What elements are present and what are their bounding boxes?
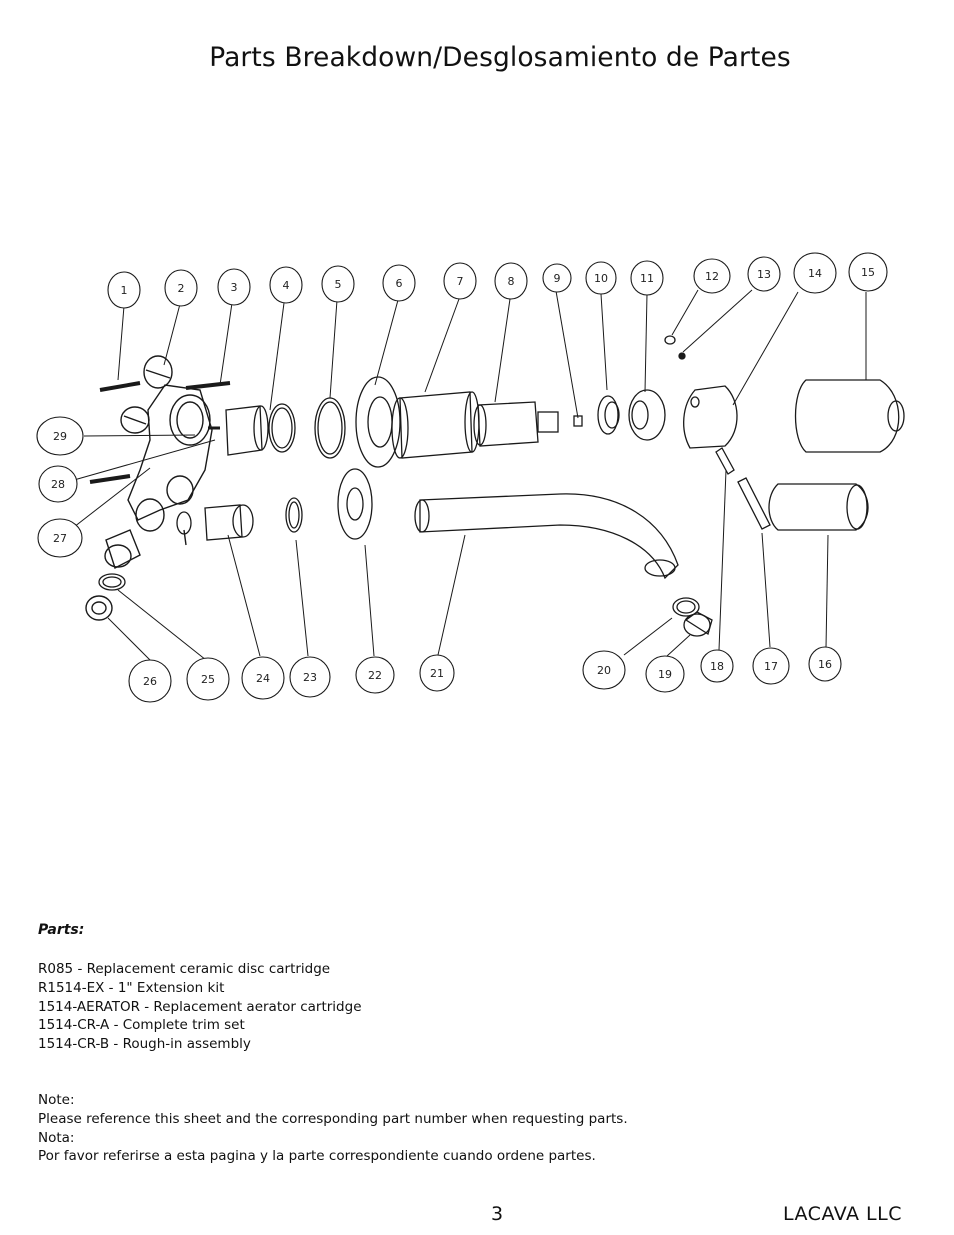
aerator-19-20	[672, 597, 713, 637]
list-item: R1514-EX - 1" Extension kit	[38, 979, 225, 996]
cartridge-8	[473, 401, 559, 447]
callout-label: 11	[640, 272, 654, 285]
list-item: 1514-CR-B - Rough-in assembly	[38, 1036, 251, 1053]
parts-list: R085 - Replacement ceramic disc cartridg…	[38, 960, 362, 1054]
list-item: R085 - Replacement ceramic disc cartridg…	[38, 961, 331, 977]
callout-bubble	[382, 264, 416, 302]
callout-label: 13	[757, 268, 771, 281]
screw-12	[664, 335, 676, 345]
callout-bubble	[321, 265, 355, 303]
callout-bubble	[747, 256, 781, 292]
spout-21	[414, 493, 679, 580]
set-screw-9	[573, 415, 583, 427]
nota-text: Por favor referirse a esta pagina y la p…	[38, 1148, 596, 1165]
page-number: 3	[491, 1203, 504, 1225]
callout-bubble	[645, 655, 685, 693]
note-text: Please reference this sheet and the corr…	[38, 1110, 628, 1127]
callout-bubble	[419, 654, 455, 692]
flange-6	[355, 376, 401, 468]
gasket-25	[98, 573, 126, 591]
callout-label: 23	[303, 671, 317, 684]
callout-bubble	[269, 266, 303, 304]
nipple-24	[176, 504, 254, 541]
callout-bubble	[186, 657, 230, 701]
callout-bubble	[36, 416, 84, 456]
callout-bubble	[107, 271, 141, 309]
parts-heading: Parts:	[38, 922, 85, 938]
callout-label: 24	[256, 672, 270, 685]
callout-bubble	[128, 659, 172, 703]
o-ring-5	[314, 397, 346, 459]
callout-label: 22	[368, 669, 382, 682]
callout-label: 5	[335, 278, 342, 291]
callout-label: 8	[508, 275, 515, 288]
callout-label: 9	[554, 272, 561, 285]
cover-15	[794, 379, 905, 453]
callout-label: 28	[51, 478, 65, 491]
callout-label: 26	[143, 675, 157, 688]
callout-label: 27	[53, 532, 67, 545]
callout-label: 3	[231, 281, 238, 294]
pin-18	[715, 447, 771, 530]
callout-label: 20	[597, 664, 611, 677]
callout-bubble	[752, 647, 790, 685]
callout-bubble	[241, 656, 285, 700]
callout-label: 2	[178, 282, 185, 295]
escutcheon-22	[337, 468, 373, 540]
callout-bubble	[848, 252, 888, 292]
callout-label: 21	[430, 667, 444, 680]
callout-label: 16	[818, 658, 832, 671]
list-item: 1514-AERATOR - Replacement aerator cartr…	[38, 998, 362, 1015]
callout-label: 12	[705, 270, 719, 283]
callout-bubble	[542, 263, 572, 293]
callout-label: 7	[457, 275, 464, 288]
callout-bubble	[700, 649, 734, 683]
callout-label: 17	[764, 660, 778, 673]
callout-bubble	[585, 261, 617, 295]
nut-10	[597, 395, 620, 435]
callout-label: 25	[201, 673, 215, 686]
callout-label: 18	[710, 660, 724, 673]
callout-bubble	[793, 252, 837, 294]
callout-bubble	[494, 262, 528, 300]
screw-13	[678, 352, 686, 360]
nut-26	[85, 595, 113, 621]
callout-bubble	[37, 518, 83, 558]
callout-bubble	[693, 258, 731, 294]
callout-bubble	[355, 656, 395, 694]
callout-bubble	[443, 262, 477, 300]
cap-11	[628, 389, 666, 441]
valve-body-part	[89, 355, 231, 570]
callout-bubble	[630, 260, 664, 296]
callout-label: 10	[594, 272, 608, 285]
callout-label: 1	[121, 284, 128, 297]
callout-label: 29	[53, 430, 67, 443]
callout-label: 19	[658, 668, 672, 681]
callout-bubble	[164, 269, 198, 307]
callout-label: 4	[283, 279, 290, 292]
lever-16-17	[768, 483, 869, 531]
o-ring-23	[285, 497, 303, 533]
exploded-parts-diagram: 1234567891011121314151617181920212223242…	[36, 252, 905, 703]
page-title: Parts Breakdown/Desglosamiento de Partes	[209, 42, 791, 73]
callout-label: 15	[861, 266, 875, 279]
callout-bubble	[38, 465, 78, 503]
cartridge-seat-4	[225, 403, 296, 456]
handle-hub-14	[683, 385, 738, 449]
nota-label: Nota:	[38, 1129, 75, 1146]
note-label: Note:	[38, 1092, 75, 1108]
list-item: 1514-CR-A - Complete trim set	[38, 1017, 245, 1034]
company-name: LACAVA LLC	[783, 1203, 902, 1225]
sleeve-7	[391, 391, 480, 459]
callout-bubble	[808, 646, 842, 682]
callout-label: 14	[808, 267, 822, 280]
callout-bubble	[289, 656, 331, 698]
callout-bubble	[217, 268, 251, 306]
note-block: Note: Please reference this sheet and th…	[38, 1091, 628, 1166]
callout-label: 6	[396, 277, 403, 290]
leader-lines	[73, 289, 867, 661]
callout-bubble	[582, 650, 626, 690]
